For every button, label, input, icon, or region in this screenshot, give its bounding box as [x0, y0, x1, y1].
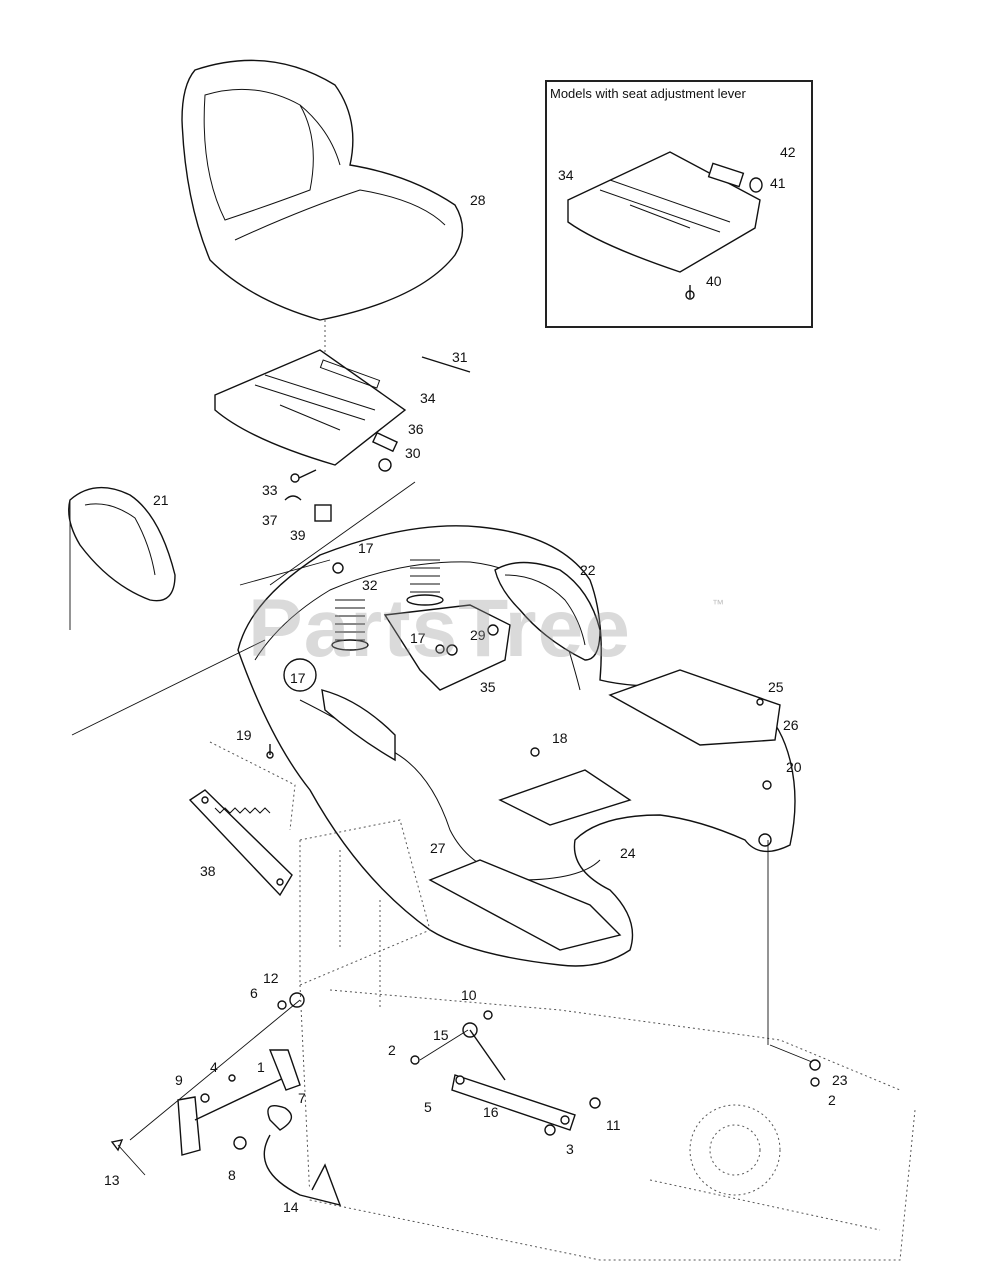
- seat-pan-part: [214, 349, 407, 466]
- callout-34: 34: [420, 390, 436, 406]
- callout-9: 9: [175, 1072, 183, 1088]
- watermark-logo: PartsTree: [248, 583, 631, 674]
- callout-2b: 2: [828, 1092, 836, 1108]
- watermark-tm: ™: [712, 597, 724, 611]
- callout-24: 24: [620, 845, 636, 861]
- callout-15: 15: [433, 1027, 449, 1043]
- callout-11: 11: [606, 1117, 621, 1133]
- callout-41: 41: [770, 175, 786, 191]
- callout-8: 8: [228, 1167, 236, 1183]
- callout-25: 25: [768, 679, 784, 695]
- callout-16: 16: [483, 1104, 499, 1120]
- callout-20: 20: [786, 759, 802, 775]
- callout-33: 33: [262, 482, 278, 498]
- callout-19: 19: [236, 727, 252, 743]
- callout-1: 1: [257, 1059, 265, 1075]
- spring-parts: [331, 559, 444, 651]
- adjuster-rail-part: [188, 789, 293, 897]
- lever-assembly-part: [110, 1049, 342, 1207]
- callout-34-inset: 34: [558, 167, 574, 183]
- inset-frame: [545, 80, 813, 328]
- small-hardware: [266, 698, 821, 1136]
- callout-2a: 2: [388, 1042, 396, 1058]
- rail-guide-line: [209, 741, 296, 831]
- callout-5: 5: [424, 1099, 432, 1115]
- callout-32: 32: [362, 577, 378, 593]
- callout-23: 23: [832, 1072, 848, 1088]
- callout-29: 29: [470, 627, 486, 643]
- callout-35: 35: [480, 679, 496, 695]
- inset-title: Models with seat adjustment lever: [550, 86, 746, 101]
- callout-26: 26: [783, 717, 799, 733]
- callout-3: 3: [566, 1141, 574, 1157]
- callout-17b: 17: [410, 630, 426, 646]
- chassis-outline: [299, 819, 916, 1261]
- callout-13: 13: [104, 1172, 120, 1188]
- callout-14: 14: [283, 1199, 299, 1215]
- callout-17a: 17: [358, 540, 374, 556]
- callout-42: 42: [780, 144, 796, 160]
- callout-30: 30: [405, 445, 421, 461]
- seat-bracket-part: [383, 604, 511, 691]
- callout-10: 10: [461, 987, 477, 1003]
- callout-17c: 17: [290, 670, 306, 686]
- callout-28: 28: [470, 192, 486, 208]
- callout-7: 7: [298, 1090, 306, 1106]
- leader-lines: [71, 481, 813, 1141]
- dash-panel-part: [68, 486, 176, 630]
- callout-36: 36: [408, 421, 424, 437]
- seat-part: [181, 59, 464, 321]
- callout-12: 12: [263, 970, 279, 986]
- callout-38: 38: [200, 863, 216, 879]
- fender-body-part: [237, 525, 796, 967]
- inset-seat-pan-part: [567, 151, 763, 300]
- lift-link-part: [451, 1029, 576, 1131]
- callout-4: 4: [210, 1059, 218, 1075]
- callout-31: 31: [452, 349, 468, 365]
- callout-27: 27: [430, 840, 446, 856]
- callout-18: 18: [552, 730, 568, 746]
- callout-39: 39: [290, 527, 306, 543]
- callout-37: 37: [262, 512, 278, 528]
- callout-40: 40: [706, 273, 722, 289]
- hardware-parts-top: [284, 356, 471, 522]
- callout-21: 21: [153, 492, 169, 508]
- callout-22: 22: [580, 562, 596, 578]
- callout-6: 6: [250, 985, 258, 1001]
